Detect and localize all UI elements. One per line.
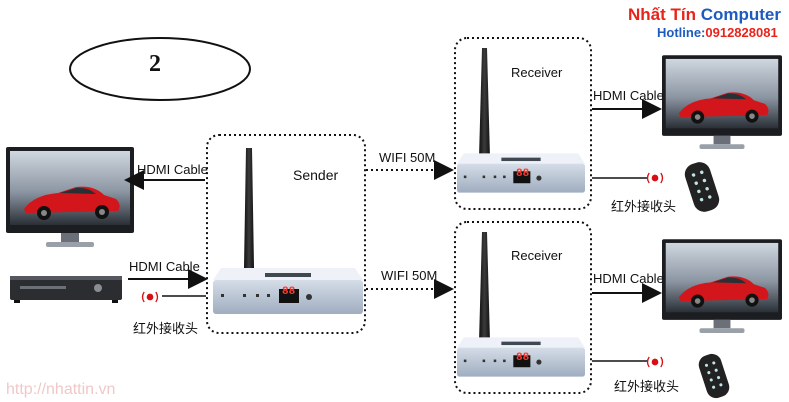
wifi-label-1: WIFI 50M: [379, 150, 436, 165]
number-oval: [69, 37, 251, 101]
receiver-label-2: Receiver: [511, 248, 563, 263]
sender-label: Sender: [293, 167, 339, 183]
tv-right-bottom-monitor: [662, 239, 782, 333]
ir-sensor-icon: [646, 172, 664, 184]
hotline: Hotline:0912828081: [657, 25, 778, 40]
ir-receiver-label-rx1: 红外接收头: [611, 199, 677, 214]
watermark: http://nhattin.vn: [6, 381, 116, 398]
receiver-device-2: [457, 232, 585, 377]
brand-name: Nhất Tín Computer: [628, 5, 781, 25]
receiver-1-display-readout: 88: [516, 168, 530, 180]
sender-display-readout: 88: [282, 286, 296, 298]
hdmi-in-label: HDMI Cable: [129, 259, 200, 274]
remote-control-icon: [681, 160, 723, 214]
wifi-label-2: WIFI 50M: [381, 268, 438, 283]
brand-name-part1: Nhất Tín: [628, 5, 701, 24]
tv-right-top-monitor: [662, 55, 782, 149]
sender-device: [213, 148, 363, 314]
hotline-number: 0912828081: [705, 25, 778, 40]
diagram-number: 2: [149, 51, 161, 77]
remote-control-icon: [696, 352, 732, 400]
dvd-player: [10, 276, 122, 303]
receiver-device-1: [457, 48, 585, 193]
hdmi-out-label: HDMI Cable: [137, 162, 208, 177]
hotline-label: Hotline:: [657, 25, 706, 40]
ir-sensor-icon: [141, 291, 159, 303]
hdmi-rx1-label: HDMI Cable: [593, 88, 664, 103]
receiver-label-1: Receiver: [511, 65, 563, 80]
tv-left-monitor: [6, 147, 134, 247]
ir-sensor-icon: [646, 356, 664, 368]
sender-box: [206, 134, 366, 334]
brand-name-part2: Computer: [700, 5, 781, 24]
receiver-2-display-readout: 88: [516, 352, 530, 364]
receiver-box-1: [454, 37, 592, 210]
receiver-box-2: [454, 221, 592, 394]
hdmi-rx2-label: HDMI Cable: [593, 271, 664, 286]
ir-receiver-label-sender: 红外接收头: [133, 321, 199, 336]
ir-receiver-label-rx2: 红外接收头: [614, 379, 680, 394]
